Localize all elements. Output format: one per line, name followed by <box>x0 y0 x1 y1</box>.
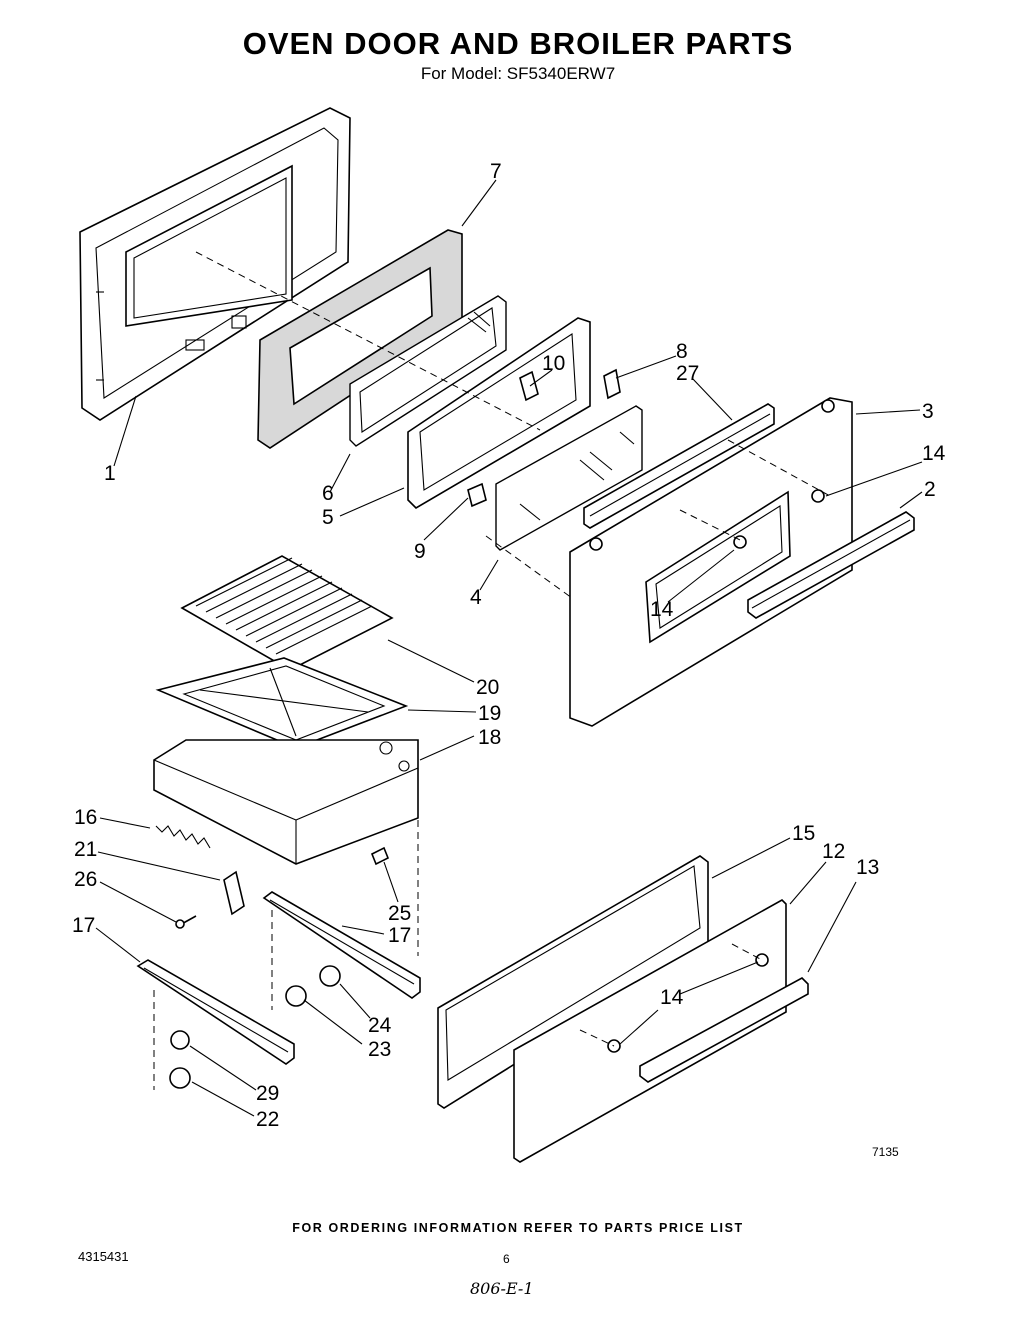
part-17-rail-upper <box>262 891 421 999</box>
callout-14-broiler-upper: 14 <box>660 986 684 1009</box>
document-number: 4315431 <box>78 1249 129 1264</box>
callout-20: 20 <box>476 676 499 699</box>
part-16-spring <box>155 825 211 849</box>
callout-27: 27 <box>676 362 699 385</box>
callout-9: 9 <box>414 540 426 563</box>
part-2-door-handle <box>747 511 915 619</box>
callout-24: 24 <box>368 1014 392 1037</box>
part-14-bumper <box>811 489 825 503</box>
callout-8: 8 <box>676 340 688 363</box>
callout-18: 18 <box>478 726 501 749</box>
callout-6: 6 <box>322 482 334 505</box>
callout-21: 21 <box>74 838 97 861</box>
callout-4: 4 <box>470 586 482 609</box>
callout-19: 19 <box>478 702 501 725</box>
part-10-clip <box>519 370 539 402</box>
handwritten-note: 806-E-1 <box>470 1279 534 1298</box>
part-13-broiler-handle <box>639 977 809 1083</box>
page-title: OVEN DOOR AND BROILER PARTS <box>242 26 794 61</box>
callout-2: 2 <box>924 478 936 501</box>
assembly-lines <box>153 251 831 1090</box>
callout-14-door-lower: 14 <box>650 598 674 621</box>
part-22-roller <box>169 1067 191 1089</box>
ordering-note: FOR ORDERING INFORMATION REFER TO PARTS … <box>292 1221 744 1235</box>
page-number: 6 <box>503 1252 510 1266</box>
part-9-clip <box>467 482 487 508</box>
callout-25: 25 <box>388 902 411 925</box>
drawing-number: 7135 <box>872 1145 899 1159</box>
part-4-outer-glass <box>495 405 643 551</box>
callout-labels: 1 7 6 5 10 9 8 27 3 14 2 4 14 20 19 18 1… <box>72 160 946 1131</box>
part-17-rail-lower <box>136 959 295 1065</box>
part-19-broiler-pan <box>155 657 409 749</box>
part-12-broiler-outer-door <box>513 899 787 1163</box>
part-5-glass-frame <box>407 317 591 510</box>
part-26-screw <box>175 915 197 929</box>
part-6-inner-glass <box>349 295 507 447</box>
part-24-roller <box>319 965 341 987</box>
callout-13: 13 <box>856 856 879 879</box>
part-25-clip <box>370 846 390 866</box>
part-3-outer-door <box>569 397 853 727</box>
part-18-broiler-drawer <box>153 739 419 865</box>
leader-lines <box>95 179 923 1117</box>
callout-14-door-upper: 14 <box>922 442 946 465</box>
callout-16: 16 <box>74 806 97 829</box>
callout-26: 26 <box>74 868 97 891</box>
callout-7: 7 <box>490 160 502 183</box>
callout-22: 22 <box>256 1108 279 1131</box>
model-subtitle: For Model: SF5340ERW7 <box>420 64 616 83</box>
callout-5: 5 <box>322 506 334 529</box>
part-27-door-trim <box>583 403 775 529</box>
part-1-inner-door-panel <box>79 107 351 421</box>
callout-10: 10 <box>542 352 565 375</box>
callout-1: 1 <box>104 462 116 485</box>
part-23-roller <box>285 985 307 1007</box>
callout-12: 12 <box>822 840 845 863</box>
callout-17-upper: 17 <box>388 924 411 947</box>
part-7-gasket <box>257 229 463 449</box>
part-14-bumper <box>755 953 769 967</box>
part-8-clip <box>603 368 621 400</box>
callout-23: 23 <box>368 1038 391 1061</box>
callout-3: 3 <box>922 400 934 423</box>
part-20-broiler-grid <box>180 555 394 671</box>
callout-15: 15 <box>792 822 815 845</box>
part-29-roller <box>170 1030 190 1050</box>
part-21-latch <box>223 870 245 916</box>
callout-29: 29 <box>256 1082 279 1105</box>
callout-17-lower: 17 <box>72 914 95 937</box>
